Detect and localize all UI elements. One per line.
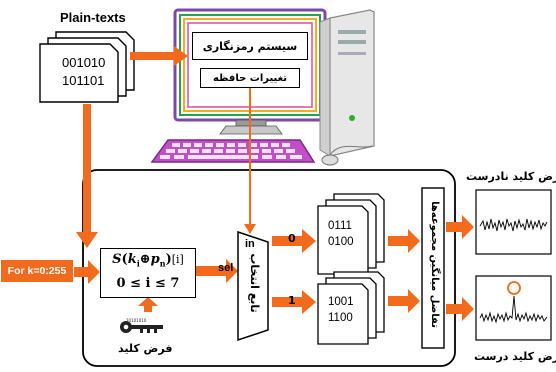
selector-sel-label: sel bbox=[218, 262, 234, 274]
branch-1-label: 1 bbox=[288, 294, 296, 307]
arrow-diff-to-wrong bbox=[446, 215, 474, 239]
arrow-selector-to-group0 bbox=[272, 229, 316, 253]
encryption-system-label: سیستم رمزنگاری bbox=[202, 39, 298, 53]
difference-label: تفاضل میانگین مجموعه‌ها bbox=[429, 201, 440, 328]
selection-function-label: تابع انتخاب bbox=[248, 253, 261, 313]
arrow-plaintext-to-encryption bbox=[130, 46, 188, 66]
key-guess-label: فرض کلید bbox=[118, 342, 173, 355]
arrow-key-to-sbox bbox=[138, 297, 158, 312]
group0-line-2: 0100 bbox=[328, 236, 354, 248]
formula-p-sub: n bbox=[159, 258, 166, 269]
sbox-formula: S(ki⊕pn)[i] bbox=[112, 252, 184, 269]
group0-line-1: 0111 bbox=[328, 220, 352, 232]
branch-0-label: 0 bbox=[288, 232, 296, 245]
formula-k: k bbox=[127, 252, 137, 267]
formula-s: S bbox=[112, 252, 122, 267]
arrow-loop-to-sbox bbox=[74, 260, 100, 284]
sbox-range: 0 ≤ i ≤ 7 bbox=[116, 276, 180, 291]
arrow-diff-to-right bbox=[446, 297, 474, 321]
encryption-system-box: سیستم رمزنگاری bbox=[192, 32, 308, 60]
arrow-sbox-to-selector bbox=[196, 259, 238, 283]
right-key-trace bbox=[479, 295, 548, 324]
selector-in-label: in bbox=[245, 238, 255, 250]
sbox-formula-box: S(ki⊕pn)[i] 0 ≤ i ≤ 7 bbox=[100, 248, 196, 298]
plaintexts-title: Plain-texts bbox=[60, 10, 126, 25]
formula-xor: ⊕ bbox=[139, 252, 151, 267]
formula-index: [i] bbox=[171, 253, 184, 266]
arrow-selector-to-group1 bbox=[272, 290, 316, 314]
keyboard-icon bbox=[150, 139, 373, 166]
plaintext-documents-icon bbox=[39, 31, 135, 103]
right-key-label: فرض کلید درست bbox=[474, 350, 556, 363]
arrow-group1-to-diff bbox=[388, 289, 420, 313]
arrow-group0-to-diff bbox=[388, 229, 420, 253]
right-key-trace-panel bbox=[475, 275, 552, 341]
difference-box bbox=[421, 187, 445, 349]
key-icon bbox=[120, 321, 163, 333]
key-icon-bits: 10101010 bbox=[126, 318, 147, 323]
computer-tower-icon bbox=[319, 9, 375, 157]
line-memory-arrowhead bbox=[244, 224, 256, 234]
memory-changes-box: تغییرات حافظه bbox=[200, 68, 300, 88]
formula-k-sub: i bbox=[136, 258, 140, 269]
selector-mux-shape bbox=[237, 230, 269, 342]
group0-documents-icon bbox=[317, 193, 385, 275]
plaintext-line-2: 101101 bbox=[62, 73, 105, 88]
group1-line-2: 1100 bbox=[328, 312, 353, 324]
loop-label: For k=0:255 bbox=[7, 265, 67, 277]
loop-box: For k=0:255 bbox=[1, 260, 73, 282]
wrong-key-trace bbox=[479, 218, 548, 232]
plaintext-line-1: 001010 bbox=[62, 55, 106, 70]
peak-highlight-circle bbox=[507, 281, 521, 295]
formula-p: p bbox=[150, 252, 160, 267]
group1-documents-icon bbox=[317, 271, 385, 345]
group1-line-1: 1001 bbox=[328, 296, 354, 308]
arrow-plaintext-to-sbox bbox=[76, 104, 98, 248]
memory-changes-label: تغییرات حافظه bbox=[212, 72, 288, 84]
wrong-key-label: فرض کلید نادرست bbox=[466, 170, 556, 183]
